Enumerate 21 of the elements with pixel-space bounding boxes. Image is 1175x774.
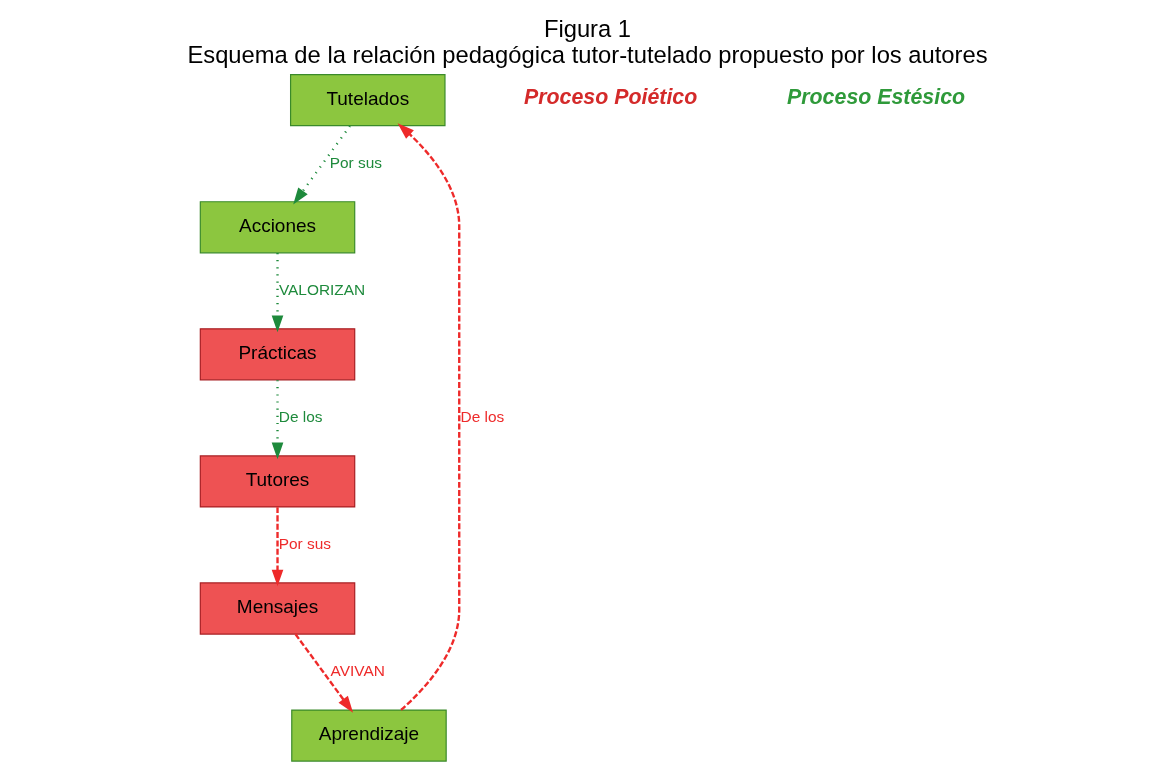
- arrow: [271, 380, 284, 460]
- node-box: Tutelados: [290, 74, 446, 127]
- label: Proceso Estésico: [787, 85, 966, 110]
- edge-label: De los: [460, 407, 505, 425]
- edge-label: Por sus: [329, 153, 383, 171]
- edge-label: Por sus: [278, 535, 331, 552]
- arrow: [293, 125, 351, 205]
- edge-label: AVIVAN: [330, 662, 385, 680]
- edge-label: VALORIZAN: [278, 280, 366, 298]
- diagram-title: Figura 1: [543, 14, 632, 42]
- node-box: Prácticas: [199, 328, 356, 381]
- node-box: Acciones: [199, 201, 356, 254]
- arrow: [271, 507, 284, 587]
- node-box: Tutores: [199, 455, 356, 508]
- node-box: Mensajes: [199, 582, 356, 635]
- arrow: [397, 123, 461, 711]
- node-box: Aprendizaje: [291, 709, 447, 762]
- arrow: [294, 633, 354, 713]
- label: Proceso Poiético: [523, 85, 698, 110]
- edge-label: De los: [278, 407, 323, 425]
- arrow: [271, 253, 284, 333]
